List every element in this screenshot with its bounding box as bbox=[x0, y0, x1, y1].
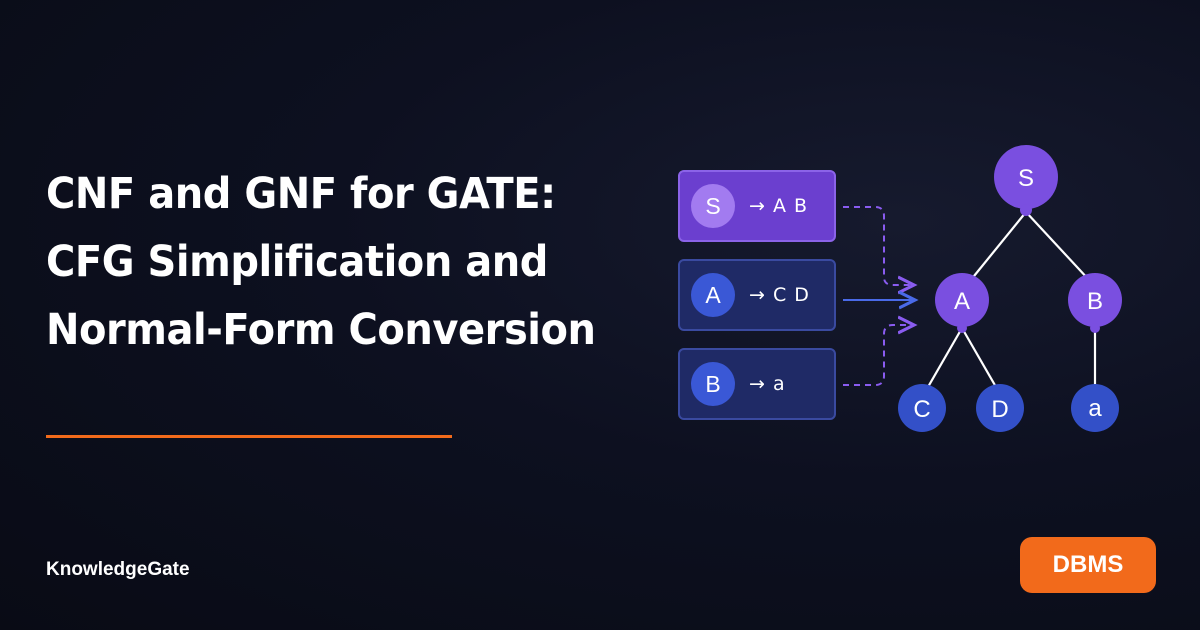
title-line-2: CFG Simplification and bbox=[46, 237, 548, 287]
production-rule-b: B → a bbox=[678, 348, 836, 420]
tree-edge-s-b bbox=[1025, 211, 1091, 282]
rule-lhs-a: A bbox=[691, 273, 735, 317]
title-line-3: Normal-Form Conversion bbox=[46, 305, 596, 355]
tree-node-d-label: D bbox=[991, 396, 1008, 423]
tree-node-a-terminal-label: a bbox=[1088, 395, 1102, 422]
accent-divider bbox=[46, 435, 452, 438]
connector-arrow-b bbox=[843, 325, 914, 386]
rule-lhs-b: B bbox=[691, 362, 735, 406]
rule-rhs-a: → C D bbox=[749, 284, 810, 306]
rule-rhs-b: → a bbox=[749, 373, 786, 395]
category-badge: DBMS bbox=[1020, 537, 1156, 593]
tree-node-c: C bbox=[898, 384, 946, 432]
tree-node-b-label: B bbox=[1087, 288, 1103, 315]
tree-node-d: D bbox=[976, 384, 1024, 432]
tree-edge-s-a bbox=[969, 211, 1027, 282]
tree-node-a: A bbox=[935, 273, 989, 333]
title-line-1: CNF and GNF for GATE: bbox=[46, 169, 556, 219]
tree-node-c-label: C bbox=[913, 396, 930, 423]
connector-arrow-s bbox=[843, 206, 914, 285]
rule-lhs-s: S bbox=[691, 184, 735, 228]
brand-name: KnowledgeGate bbox=[46, 559, 190, 580]
tree-node-b: B bbox=[1068, 273, 1122, 333]
tree-edge-a-c bbox=[927, 327, 963, 388]
production-rule-s: S → A B bbox=[678, 170, 836, 242]
rule-rhs-s: → A B bbox=[749, 195, 809, 217]
page-title: CNF and GNF for GATE: CFG Simplification… bbox=[46, 160, 623, 364]
category-badge-label: DBMS bbox=[1052, 551, 1124, 578]
tree-edge-a-d bbox=[961, 327, 997, 388]
tree-node-a-terminal: a bbox=[1071, 384, 1119, 432]
production-rule-a: A → C D bbox=[678, 259, 836, 331]
tree-node-s: S bbox=[994, 145, 1058, 216]
tree-node-a-label: A bbox=[954, 288, 970, 315]
tree-node-s-label: S bbox=[1018, 165, 1034, 192]
